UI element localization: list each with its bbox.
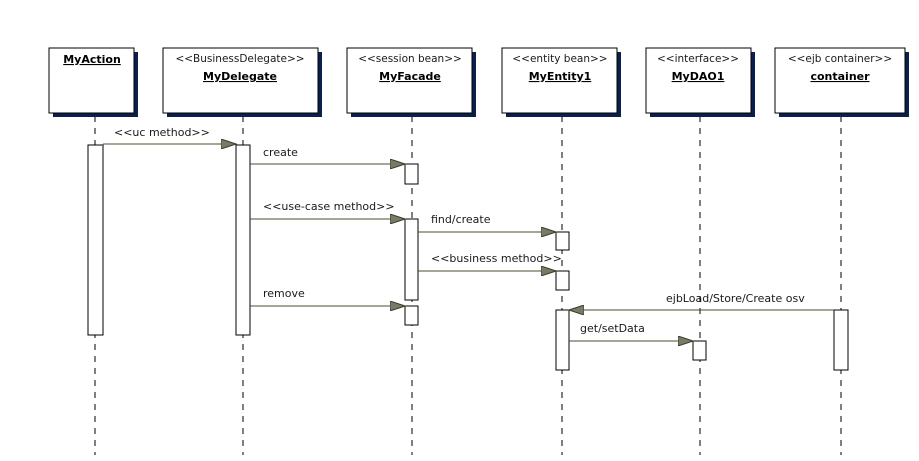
activation-action [87,144,104,336]
header-name-container: container [810,70,870,83]
activation-entity-business [555,270,570,291]
message-labels: <<uc method>> create <<use-case method>>… [114,126,805,335]
header-box-entity: <<entity bean>> MyEntity1 [501,47,621,117]
header-name-dao: MyDAO1 [672,70,725,83]
header-box-facade: <<session bean>> MyFacade [346,47,476,117]
lifelines [94,116,842,455]
activation-delegate [235,144,251,336]
message-label-create: create [263,146,298,159]
activation-entity-ejbload [555,309,570,371]
activation-facade-usecase [404,218,419,301]
header-stereotype-entity: <<entity bean>> [512,53,607,65]
activation-container [833,309,849,371]
header-name-delegate: MyDelegate [203,70,277,83]
header-stereotype-container: <<ejb container>> [788,53,892,65]
header-name-action: MyAction [63,53,121,66]
header-boxes: MyAction <<BusinessDelegate>> MyDelegate… [48,47,909,117]
message-label-business: <<business method>> [431,252,562,265]
header-name-entity: MyEntity1 [529,70,592,83]
activation-dao [692,340,707,361]
activations [87,144,849,371]
messages [103,144,834,341]
header-stereotype-delegate: <<BusinessDelegate>> [175,53,304,65]
header-box-action: MyAction [48,47,138,117]
header-box-delegate: <<BusinessDelegate>> MyDelegate [162,47,322,117]
message-label-remove: remove [263,287,305,300]
header-box-container: <<ejb container>> container [774,47,909,117]
header-stereotype-facade: <<session bean>> [358,53,462,65]
message-label-usecase: <<use-case method>> [263,200,395,213]
activation-entity-find [555,231,570,251]
header-name-facade: MyFacade [379,70,441,83]
activation-facade-create [404,163,419,185]
message-label-find: find/create [431,213,491,226]
header-stereotype-dao: <<interface>> [657,53,739,65]
message-label-setdata: get/setData [580,322,645,335]
message-label-ejbload: ejbLoad/Store/Create osv [666,292,805,305]
header-box-dao: <<interface>> MyDAO1 [645,47,755,117]
activation-facade-remove [404,305,419,326]
message-label-uc: <<uc method>> [114,126,210,139]
